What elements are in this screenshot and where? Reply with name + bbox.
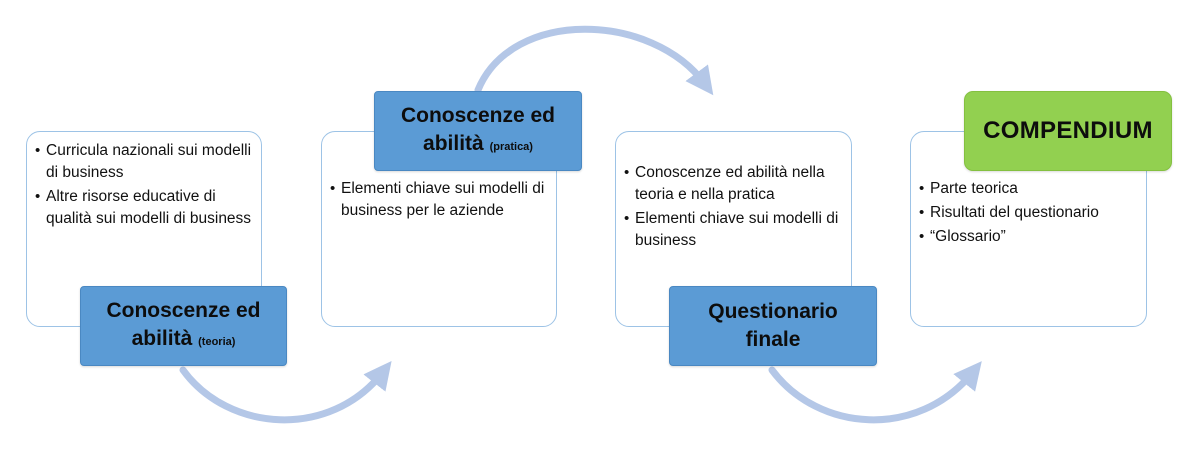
curved-arrow-icon <box>768 361 982 424</box>
step-4-title: COMPENDIUM <box>964 91 1172 171</box>
step-2-bullet-list: Elementi chiave sui modelli di business … <box>330 178 548 224</box>
bullet-item: “Glossario” <box>919 226 1139 248</box>
bullet-item: Conoscenze ed abilità nella teoria e nel… <box>624 162 844 206</box>
step-1-title-main: Conoscenze ed abilità <box>106 298 261 350</box>
step-2-title: Conoscenze ed abilità (pratica) <box>374 91 582 171</box>
step-1-title-text: Conoscenze ed abilità (teoria) <box>81 297 286 356</box>
step-4-title-main: COMPENDIUM <box>983 117 1153 144</box>
step-3-bullet-list: Conoscenze ed abilità nella teoria e nel… <box>624 162 844 254</box>
bullet-item: Elementi chiave sui modelli di business … <box>330 178 548 222</box>
step-3-title-main: Questionario finale <box>708 300 838 351</box>
curved-arrow-icon <box>474 25 714 96</box>
step-1-title-sub: (teoria) <box>198 335 236 348</box>
step-4-title-text: COMPENDIUM <box>983 117 1153 145</box>
step-1-content-box: Curricula nazionali sui modelli di busin… <box>26 131 262 327</box>
step-3-title-text: Questionario finale <box>698 298 848 354</box>
bullet-item: Risultati del questionario <box>919 202 1139 224</box>
curved-arrow-icon <box>179 360 392 424</box>
step-2-title-text: Conoscenze ed abilità (pratica) <box>375 102 581 161</box>
bullet-item: Parte teorica <box>919 178 1139 200</box>
step-3-title: Questionario finale <box>669 286 877 366</box>
bullet-item: Curricula nazionali sui modelli di busin… <box>35 140 253 184</box>
bullet-item: Altre risorse educative di qualità sui m… <box>35 186 253 230</box>
step-2-title-sub: (pratica) <box>489 140 533 153</box>
step-4-bullet-list: Parte teorica Risultati del questionario… <box>919 178 1139 250</box>
step-1-bullet-list: Curricula nazionali sui modelli di busin… <box>35 140 253 232</box>
step-2-title-main: Conoscenze ed abilità <box>400 103 556 155</box>
step-1-title: Conoscenze ed abilità (teoria) <box>80 286 287 366</box>
bullet-item: Elementi chiave sui modelli di business <box>624 208 844 252</box>
